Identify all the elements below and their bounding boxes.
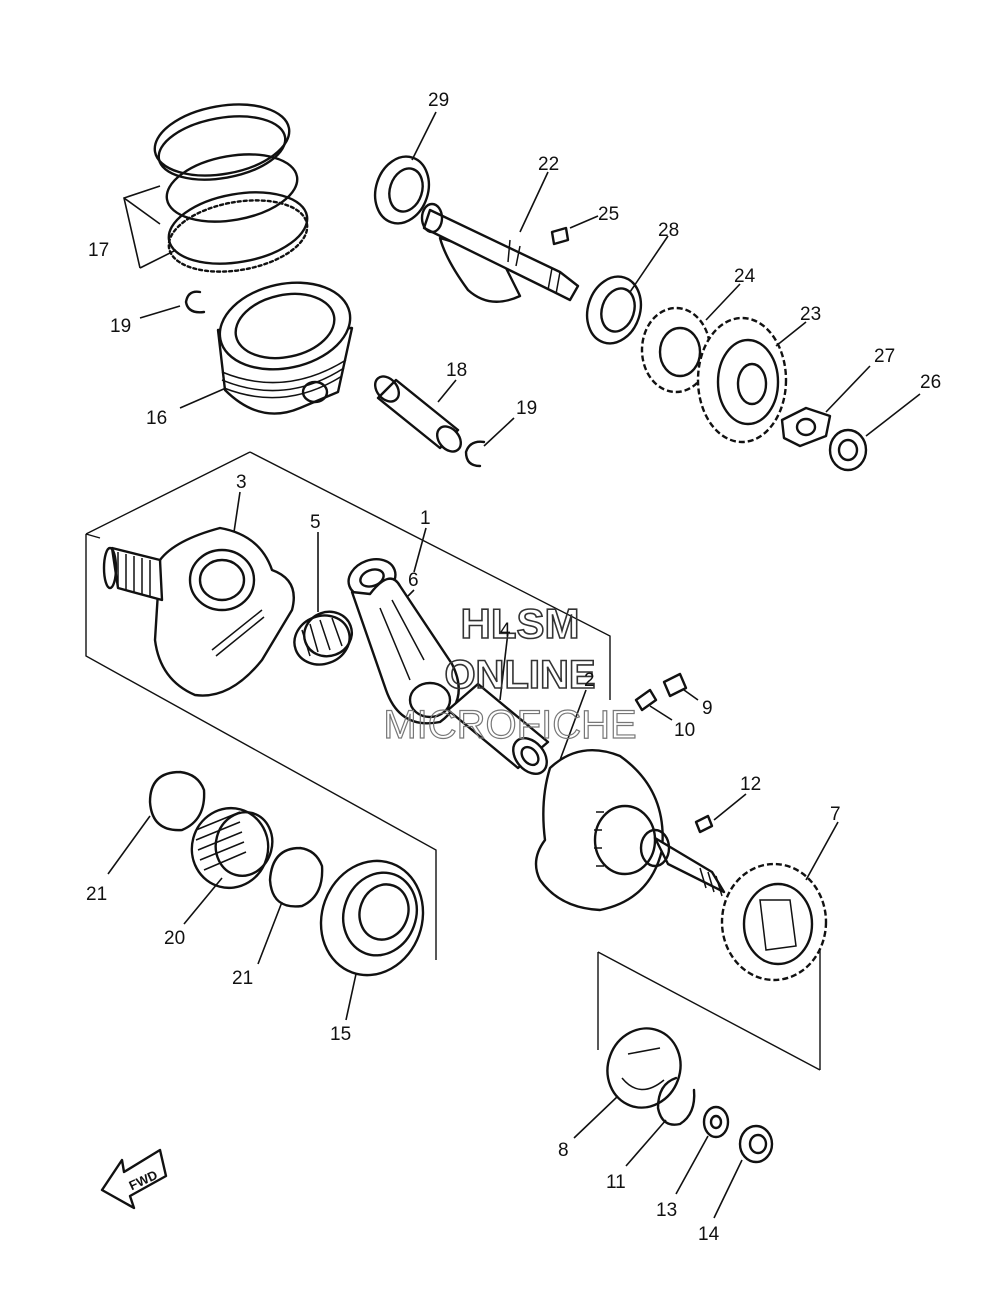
callout-11[interactable]: 11 [606,1172,626,1193]
leader-lines [107,111,921,1219]
callout-19-lower[interactable]: 19 [516,398,537,419]
circlip-lower-part[interactable] [464,440,486,468]
callout-labels: 29 22 25 28 24 23 27 26 17 19 16 18 19 3… [86,90,941,1245]
crank-bearing-part[interactable] [305,846,439,989]
callout-22[interactable]: 22 [538,154,559,175]
balancer-shaft-part[interactable] [420,202,580,303]
callout-8[interactable]: 8 [558,1140,569,1161]
callout-27[interactable]: 27 [874,346,895,367]
callout-17[interactable]: 17 [88,240,109,261]
fwd-indicator: FWD [100,1148,168,1210]
callout-20[interactable]: 20 [164,928,185,949]
nut-14-part[interactable] [738,1124,774,1164]
callout-26[interactable]: 26 [920,372,941,393]
callout-3[interactable]: 3 [236,472,247,493]
callout-10[interactable]: 10 [674,720,695,741]
callout-6[interactable]: 6 [408,570,419,591]
circlip-21-upper-part[interactable] [148,770,206,832]
callout-5[interactable]: 5 [310,512,321,533]
circlip-21-lower-part[interactable] [268,846,324,908]
callout-2[interactable]: 2 [584,670,595,691]
callout-25[interactable]: 25 [598,204,619,225]
oil-seal-part[interactable] [183,800,279,897]
primary-drive-gear-part[interactable] [720,862,828,982]
callout-29[interactable]: 29 [428,90,449,111]
key-12-part[interactable] [694,814,714,834]
key-part[interactable] [550,226,570,246]
washer-13-part[interactable] [702,1105,730,1139]
crank-left-part[interactable] [102,526,295,697]
callout-16[interactable]: 16 [146,408,167,429]
callout-7[interactable]: 7 [830,804,841,825]
callout-4[interactable]: 4 [500,620,511,641]
callout-18[interactable]: 18 [446,360,467,381]
big-end-bearing-part[interactable] [287,605,358,672]
watermark-line3: MICROFICHE [383,703,636,747]
callout-28[interactable]: 28 [658,220,679,241]
crank-right-part[interactable] [534,749,726,912]
watermark: HLSM ONLINE MICROFICHE [383,599,638,747]
circlip-11-part[interactable] [656,1076,696,1126]
piston-part[interactable] [212,271,359,415]
balancer-driven-gear-part[interactable] [696,316,788,444]
circlip-upper-part[interactable] [184,290,206,314]
connecting-rod-part[interactable] [343,553,460,725]
lock-washer-part[interactable] [780,406,832,448]
watermark-line1: HLSM [461,600,580,647]
piston-rings-part[interactable] [123,95,313,282]
balancer-bearing-lower-part[interactable] [579,270,649,351]
forward-arrow-icon [100,1148,168,1210]
crank-pin-part[interactable] [446,682,554,780]
callout-14[interactable]: 14 [698,1224,720,1245]
nut-26-part[interactable] [828,428,868,472]
balancer-bearing-upper-part[interactable] [367,150,437,231]
callout-21-left[interactable]: 21 [86,884,107,905]
assembly-group-box [85,451,821,1071]
watermark-line2: ONLINE [444,653,595,697]
pin-part[interactable] [634,688,658,712]
callout-19-upper[interactable]: 19 [110,316,131,337]
callout-1[interactable]: 1 [420,508,431,529]
plug-part[interactable] [662,672,688,698]
callout-15[interactable]: 15 [330,1024,351,1045]
piston-pin-part[interactable] [370,372,465,456]
callout-23[interactable]: 23 [800,304,821,325]
callout-21-right[interactable]: 21 [232,968,253,989]
callout-9[interactable]: 9 [702,698,713,719]
callout-24[interactable]: 24 [734,266,756,287]
callout-12[interactable]: 12 [740,774,761,795]
callout-13[interactable]: 13 [656,1200,677,1221]
